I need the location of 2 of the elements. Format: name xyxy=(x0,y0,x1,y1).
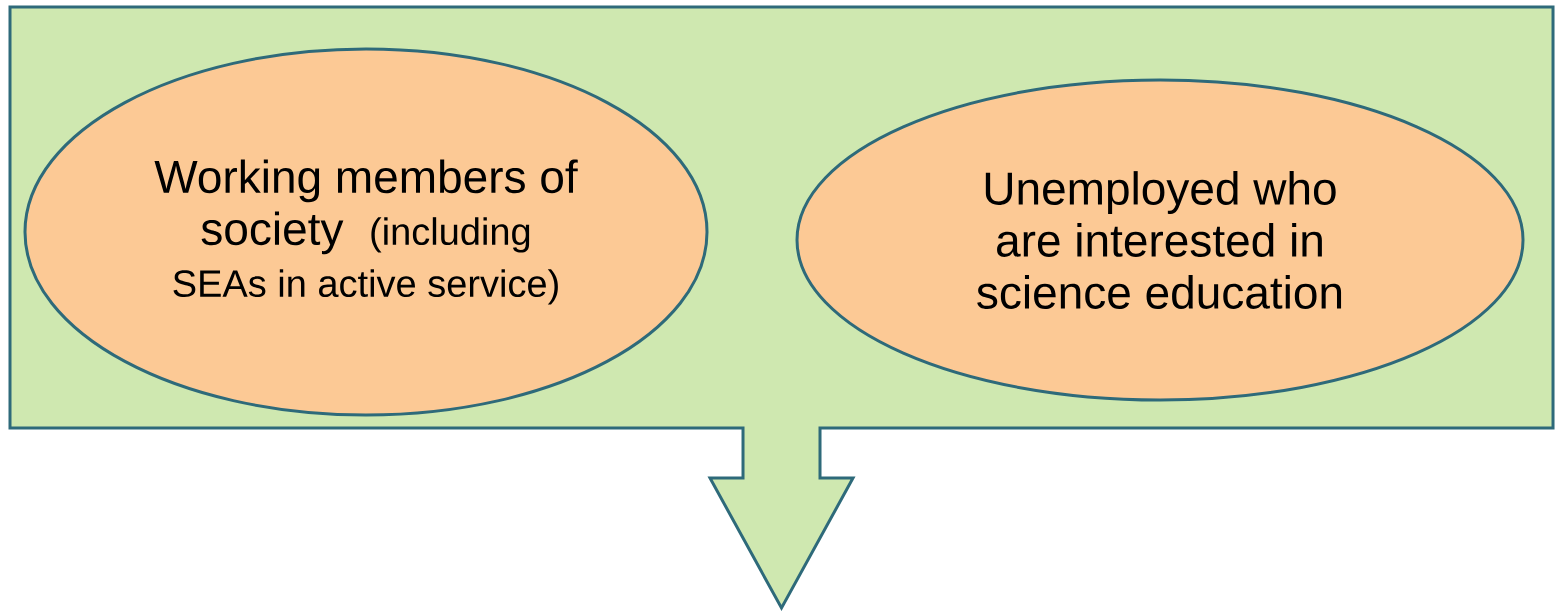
oval: Working members of society (including SEAs in active service) xyxy=(23,47,709,417)
oval: Unemployed who are interested in science education xyxy=(795,78,1525,402)
